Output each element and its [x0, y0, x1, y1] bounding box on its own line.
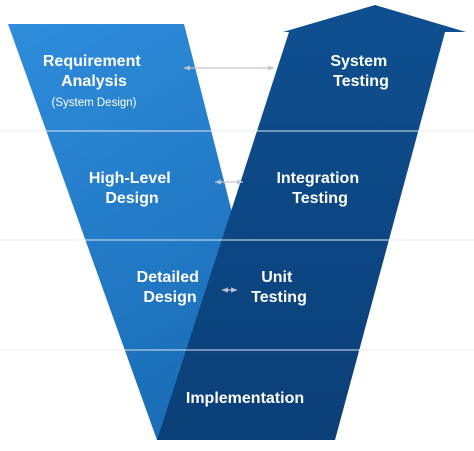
unit-testing-label: Unit Testing — [251, 269, 307, 306]
requirement-analysis-line-1: Requirement — [43, 53, 141, 70]
requirement-analysis-line-2: Analysis — [61, 73, 127, 90]
high-level-design-label: High-Level Design — [89, 170, 175, 207]
detailed-design-label: Detailed Design — [137, 269, 204, 306]
high-level-design-line-2: Design — [105, 190, 158, 207]
right-arm-shape — [157, 5, 466, 440]
integration-testing-label: Integration Testing — [276, 170, 363, 207]
integration-testing-line-1: Integration — [276, 170, 359, 187]
system-design-note: (System Design) — [52, 97, 137, 109]
unit-testing-line-1: Unit — [261, 269, 293, 286]
detailed-design-line-1: Detailed — [137, 269, 199, 286]
requirement-analysis-label: Requirement Analysis — [43, 53, 145, 90]
high-level-design-line-1: High-Level — [89, 170, 171, 187]
system-testing-label: System Testing — [330, 53, 391, 90]
integration-testing-line-2: Testing — [292, 190, 348, 207]
system-testing-line-2: Testing — [333, 73, 389, 90]
unit-testing-line-2: Testing — [251, 289, 307, 306]
detailed-design-line-2: Design — [143, 289, 196, 306]
system-testing-line-1: System — [330, 53, 387, 70]
left-arm-shape — [8, 24, 238, 440]
implementation-label: Implementation — [186, 390, 304, 407]
